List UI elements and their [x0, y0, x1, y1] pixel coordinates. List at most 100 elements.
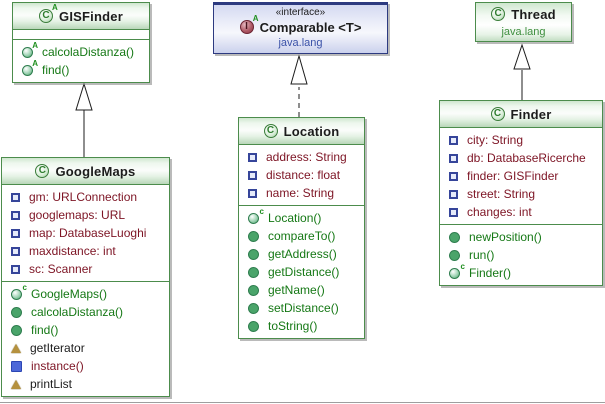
interface-box-comparable[interactable]: «interface» I A Comparable <T> java.lang	[213, 2, 388, 54]
method-label: find()	[42, 63, 70, 77]
method-row[interactable]: run()	[440, 246, 602, 264]
class-header-thread[interactable]: C Thread	[476, 3, 571, 25]
class-title: Location	[283, 123, 340, 139]
generalization-arrow-googlemaps-gisfinder[interactable]	[75, 82, 93, 157]
field-row[interactable]: maxdistance: int	[2, 242, 169, 260]
field-icon	[11, 210, 20, 220]
abstract-marker: A	[32, 58, 38, 68]
method-label: Location()	[268, 211, 322, 225]
field-row[interactable]: city: String	[440, 131, 602, 149]
field-label: db: DatabaseRicerche	[467, 151, 586, 165]
field-icon	[11, 246, 20, 256]
method-row[interactable]: newPosition()	[440, 228, 602, 246]
field-icon	[449, 153, 458, 163]
fields-compartment: city: String db: DatabaseRicerche finder…	[440, 128, 602, 225]
interface-header-comparable[interactable]: I A Comparable <T>	[214, 15, 387, 36]
method-row[interactable]: c Location()	[239, 206, 364, 227]
method-row[interactable]: toString()	[239, 317, 364, 335]
field-row[interactable]: address: String	[239, 148, 364, 166]
class-header-finder[interactable]: C Finder	[440, 101, 602, 128]
abstract-marker: A	[252, 14, 259, 23]
field-row[interactable]: finder: GISFinder	[440, 167, 602, 185]
class-box-finder[interactable]: C Finder city: String db: DatabaseRicerc…	[439, 100, 603, 286]
method-row[interactable]: getIterator	[2, 339, 169, 357]
field-icon	[248, 152, 257, 162]
method-icon	[248, 248, 259, 260]
class-icon: C	[490, 107, 505, 121]
method-icon	[449, 231, 460, 243]
method-row[interactable]: A find()	[13, 59, 149, 79]
field-icon	[11, 264, 20, 274]
class-header-location[interactable]: C Location	[239, 118, 364, 145]
field-icon	[11, 228, 20, 238]
class-icon-letter: C	[266, 125, 275, 136]
method-row[interactable]: calcolaDistanza()	[2, 303, 169, 321]
method-row[interactable]: compareTo()	[239, 227, 364, 245]
class-box-googlemaps[interactable]: C GoogleMaps gm: URLConnection googlemap…	[1, 157, 170, 397]
field-icon	[248, 170, 257, 180]
abstract-method-icon: A	[22, 59, 38, 76]
method-icon	[11, 306, 22, 318]
interface-icon: I A	[239, 15, 259, 34]
method-row[interactable]: printList	[2, 375, 169, 393]
method-label: calcolaDistanza()	[42, 45, 135, 59]
field-icon	[449, 171, 458, 181]
class-icon-letter: C	[42, 10, 50, 21]
method-row[interactable]: getDistance()	[239, 263, 364, 281]
method-row[interactable]: c Finder()	[440, 262, 602, 282]
class-icon: C	[35, 164, 50, 178]
class-box-location[interactable]: C Location address: String distance: flo…	[238, 117, 365, 339]
method-label: newPosition()	[469, 230, 542, 244]
class-icon: C	[491, 7, 506, 21]
field-row[interactable]: street: String	[440, 185, 602, 203]
package-visibility-icon	[11, 379, 21, 389]
constructor-marker: c	[259, 206, 264, 216]
method-row[interactable]: setDistance()	[239, 299, 364, 317]
method-label: GoogleMaps()	[31, 287, 108, 301]
method-label: getAddress()	[268, 247, 337, 261]
method-row[interactable]: c GoogleMaps()	[2, 283, 169, 303]
class-icon-letter: C	[493, 108, 502, 119]
method-row[interactable]: instance()	[2, 357, 169, 375]
method-row[interactable]: find()	[2, 321, 169, 339]
fields-compartment: gm: URLConnection googlemaps: URL map: D…	[2, 185, 169, 282]
field-icon	[248, 188, 257, 198]
class-header-googlemaps[interactable]: C GoogleMaps	[2, 158, 169, 185]
method-icon	[248, 230, 259, 242]
method-icon	[248, 320, 259, 332]
field-row[interactable]: name: String	[239, 184, 364, 202]
field-row[interactable]: distance: float	[239, 166, 364, 184]
field-row[interactable]: googlemaps: URL	[2, 206, 169, 224]
field-row[interactable]: sc: Scanner	[2, 260, 169, 278]
class-box-gisfinder[interactable]: C A GISFinder A calcolaDistanza() A find…	[12, 2, 150, 83]
methods-compartment: c Location() compareTo() getAddress() ge…	[239, 206, 364, 338]
field-label: map: DatabaseLuoghi	[29, 226, 147, 240]
class-title: Finder	[510, 106, 552, 122]
class-box-thread[interactable]: C Thread java.lang	[475, 2, 572, 42]
class-icon-letter: C	[38, 165, 47, 176]
method-icon	[248, 266, 259, 278]
method-row[interactable]: getName()	[239, 281, 364, 299]
package-visibility-icon	[11, 343, 21, 353]
field-row[interactable]: gm: URLConnection	[2, 188, 169, 206]
class-header-gisfinder[interactable]: C A GISFinder	[13, 3, 149, 30]
interface-title: Comparable <T>	[259, 19, 362, 35]
method-label: calcolaDistanza()	[31, 305, 124, 319]
field-row[interactable]: map: DatabaseLuoghi	[2, 224, 169, 242]
field-label: finder: GISFinder	[467, 169, 559, 183]
method-icon	[248, 284, 259, 296]
realization-arrow-location-comparable[interactable]	[290, 54, 308, 117]
method-label: getName()	[268, 283, 325, 297]
field-label: googlemaps: URL	[29, 208, 126, 222]
field-icon	[449, 135, 458, 145]
method-row[interactable]: A calcolaDistanza()	[13, 41, 149, 61]
methods-compartment: c GoogleMaps() calcolaDistanza() find() …	[2, 282, 169, 396]
package-label: java.lang	[476, 25, 571, 41]
fields-compartment-empty	[13, 30, 149, 40]
generalization-arrow-finder-thread[interactable]	[513, 43, 531, 100]
panel-bottom-edge	[0, 402, 605, 403]
field-row[interactable]: db: DatabaseRicerche	[440, 149, 602, 167]
field-row[interactable]: changes: int	[440, 203, 602, 221]
method-row[interactable]: getAddress()	[239, 245, 364, 263]
